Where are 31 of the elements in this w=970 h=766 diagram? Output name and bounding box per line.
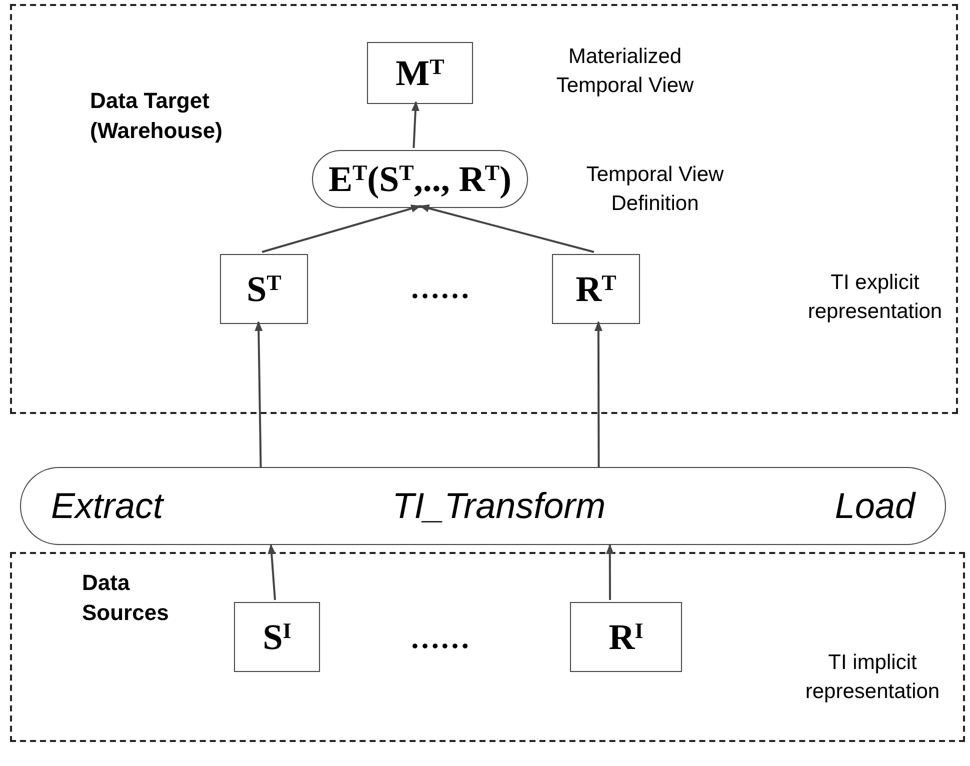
process-step: TI_Transform: [392, 479, 606, 533]
group-heading: Data Sources: [82, 569, 170, 627]
arrow: [419, 204, 594, 253]
annotation-text: TI implicit representation: [804, 650, 941, 706]
relation-symbol: R$^{T}$: [576, 268, 616, 311]
node-caption: Temporal View Definition: [585, 162, 725, 218]
arrow: [411, 101, 420, 148]
node-caption: Materialized Temporal View: [555, 44, 695, 100]
process-box: [552, 254, 640, 324]
relation-symbol: M$^{T}$: [396, 52, 444, 95]
arrow: [254, 321, 263, 468]
process-box: [367, 42, 473, 104]
relation-symbol: S$^{T}$: [246, 268, 282, 311]
relation-symbol: E$^{T}$(S$^{T}$,.., R$^{T}$): [328, 158, 512, 201]
process-step: Load: [834, 479, 915, 533]
arrow: [606, 544, 614, 600]
annotation-text: TI explicit representation: [806, 270, 944, 326]
dashed-group-box: [10, 4, 958, 414]
process-box: [220, 254, 308, 324]
arrow: [594, 321, 602, 467]
process-box: [234, 602, 320, 672]
ellipsis-text: ……: [410, 621, 470, 657]
process-step: Extract: [51, 479, 164, 533]
process-box: [570, 602, 682, 672]
dashed-group-box: [10, 552, 965, 742]
relation-symbol: S$^{I}$: [262, 616, 292, 659]
ellipsis-text: ……: [410, 271, 470, 307]
group-heading: Data Target (Warehouse): [90, 87, 224, 145]
arrow: [268, 544, 276, 600]
relation-symbol: R$^{I}$: [608, 616, 644, 659]
arrow: [262, 204, 422, 253]
